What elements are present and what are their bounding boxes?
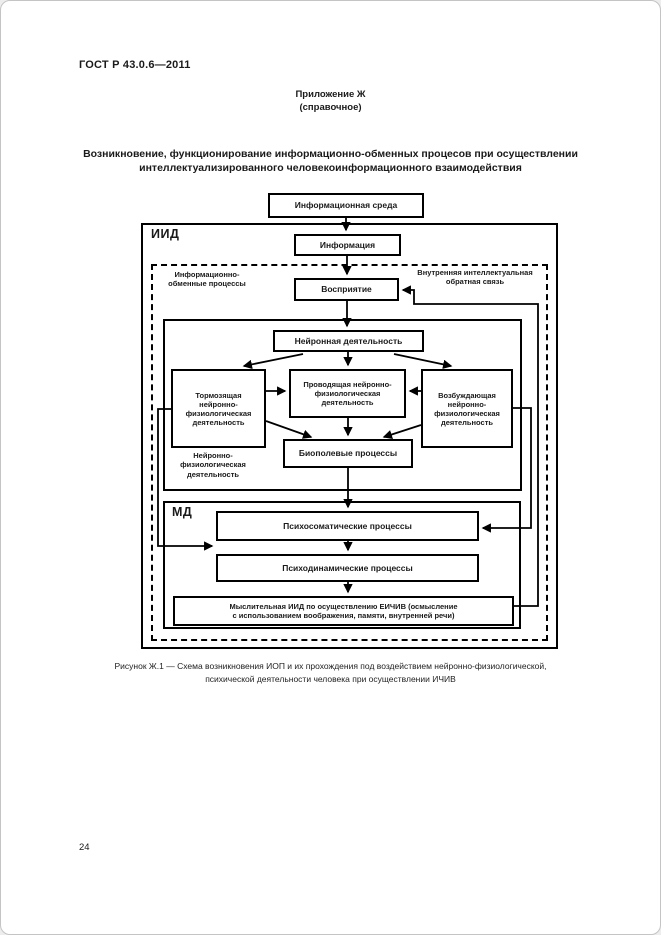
box-mental-line1: Мыслительная ИИД по осуществлению ЕИЧИВ … bbox=[229, 602, 458, 611]
appendix-subtitle: (справочное) bbox=[299, 101, 362, 113]
box-inhibitory-line3: физиологическая bbox=[185, 408, 252, 418]
iop-region-label: Информационно- обменные процессы bbox=[157, 270, 257, 289]
box-conductive-line3: деятельность bbox=[321, 398, 374, 407]
iop-dashed-frame bbox=[151, 264, 548, 641]
box-neural-activity: Нейронная деятельность bbox=[273, 330, 424, 352]
neuro-frame-label-line3: деятельность bbox=[187, 469, 239, 479]
box-excitatory-activity: Возбуждающая нейронно- физиологическая д… bbox=[421, 369, 513, 448]
iid-frame-label: ИИД bbox=[151, 227, 180, 241]
box-conductive-line1: Проводящая нейронно- bbox=[303, 380, 392, 389]
box-excitatory-line1: Возбуждающая bbox=[438, 390, 496, 400]
box-information-environment: Информационная среда bbox=[268, 193, 424, 218]
box-conductive-activity: Проводящая нейронно- физиологическая дея… bbox=[289, 369, 406, 418]
box-biofield-processes: Биополевые процессы bbox=[283, 439, 413, 468]
iop-region-label-line2: обменные процессы bbox=[168, 279, 246, 289]
figure-caption-line2: психической деятельности человека при ос… bbox=[205, 673, 456, 684]
md-frame-label: МД bbox=[172, 505, 193, 519]
box-excitatory-line4: деятельность bbox=[440, 417, 493, 427]
box-perception: Восприятие bbox=[294, 278, 399, 301]
page-title: Возникновение, функционирование информац… bbox=[1, 147, 660, 175]
box-excitatory-line2: нейронно- bbox=[447, 399, 487, 409]
box-psychosomatic-processes: Психосоматические процессы bbox=[216, 511, 479, 541]
appendix-heading: Приложение Ж (справочное) bbox=[1, 89, 660, 115]
box-psychodynamic-processes: Психодинамические процессы bbox=[216, 554, 479, 582]
box-mental-iid: Мыслительная ИИД по осуществлению ЕИЧИВ … bbox=[173, 596, 514, 626]
iop-region-label-line1: Информационно- bbox=[174, 270, 240, 279]
page-title-line2: интеллектуализированного человекоинформа… bbox=[139, 162, 522, 175]
page-number: 24 bbox=[79, 842, 90, 853]
box-mental-line2: с использованием воображения, памяти, вн… bbox=[232, 611, 455, 620]
box-excitatory-line3: физиологическая bbox=[434, 408, 500, 418]
box-inhibitory-line4: деятельность bbox=[192, 417, 245, 427]
feedback-label-line1: Внутренняя интеллектуальная bbox=[417, 268, 533, 277]
neuro-frame-label: Нейронно- физиологическая деятельность bbox=[169, 451, 257, 479]
neuro-frame-label-line1: Нейронно- bbox=[193, 451, 233, 460]
feedback-label-line2: обратная связь bbox=[445, 277, 505, 287]
figure-caption-line1: Рисунок Ж.1 — Схема возникновения ИОП и … bbox=[114, 661, 547, 671]
box-inhibitory-line1: Тормозящая bbox=[195, 390, 242, 400]
box-inhibitory-activity: Тормозящая нейронно- физиологическая дея… bbox=[171, 369, 266, 448]
feedback-label: Внутренняя интеллектуальная обратная свя… bbox=[404, 268, 546, 287]
figure-caption: Рисунок Ж.1 — Схема возникновения ИОП и … bbox=[1, 660, 660, 686]
box-information: Информация bbox=[294, 234, 401, 256]
page-title-line1: Возникновение, функционирование информац… bbox=[83, 148, 578, 160]
doc-number: ГОСТ Р 43.0.6—2011 bbox=[79, 59, 191, 71]
box-conductive-line2: физиологическая bbox=[314, 389, 381, 398]
neuro-frame-label-line2: физиологическая bbox=[180, 460, 246, 470]
appendix-title: Приложение Ж bbox=[295, 89, 366, 100]
box-inhibitory-line2: нейронно- bbox=[199, 399, 238, 409]
